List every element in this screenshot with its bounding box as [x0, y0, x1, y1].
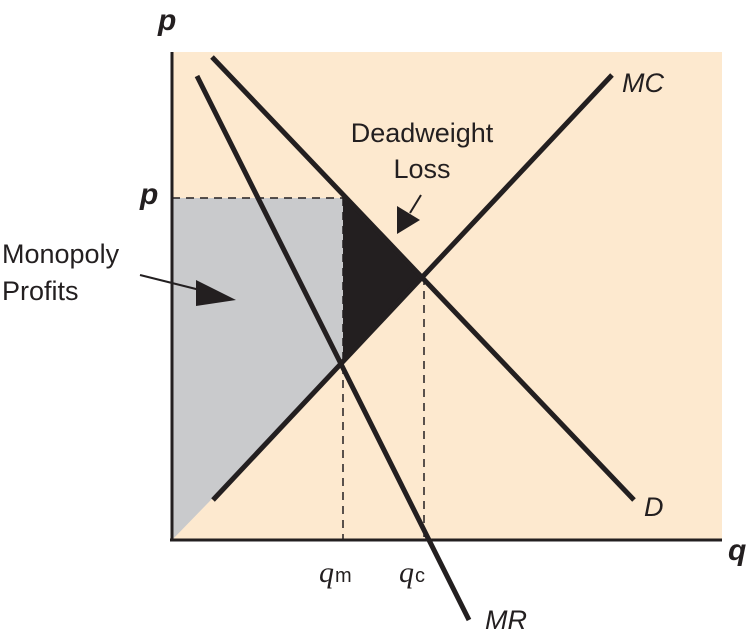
y-axis-label: p: [157, 4, 176, 37]
deadweight-loss-area: [343, 198, 424, 364]
deadweight-arrow-shaft: [409, 194, 422, 214]
qm-label: qm: [319, 556, 352, 589]
profits-label-line2: Profits: [2, 276, 79, 306]
mr-curve: [194, 74, 472, 622]
profits-arrow-head: [196, 280, 236, 306]
x-axis-label: q: [728, 534, 746, 567]
deadweight-label-line2: Loss: [393, 154, 450, 184]
demand-curve: [210, 55, 636, 502]
qc-label: qc: [399, 556, 425, 589]
mr-label: MR: [485, 605, 527, 635]
deadweight-arrow-head: [397, 206, 420, 234]
price-tick-label: p: [139, 178, 158, 211]
mc-curve: [211, 73, 614, 502]
d-label: D: [644, 492, 664, 522]
profits-label-line1: Monopoly: [2, 239, 120, 269]
mc-label: MC: [622, 68, 664, 98]
deadweight-label-line1: Deadweight: [351, 118, 494, 148]
